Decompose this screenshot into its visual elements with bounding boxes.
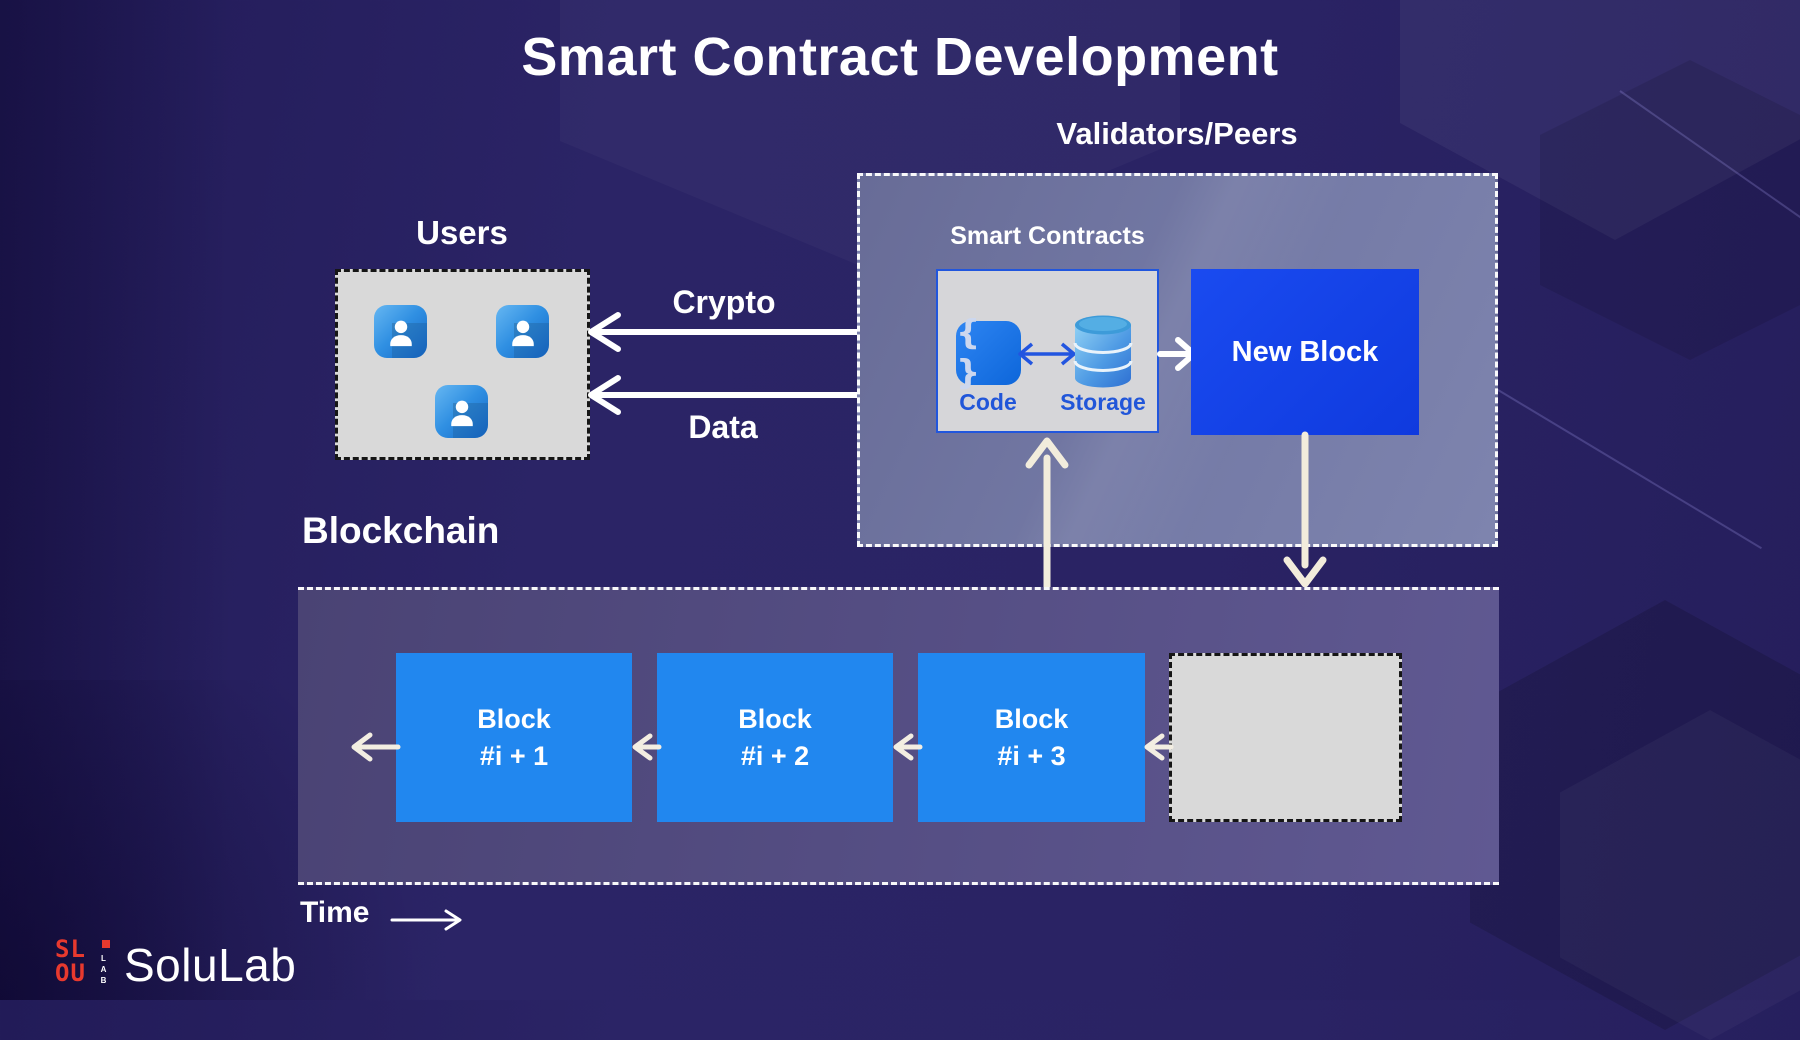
new-block-box: New Block [1191, 269, 1419, 435]
users-label: Users [416, 214, 508, 251]
chain-to-contract-up-arrow [1025, 437, 1069, 592]
bg-cube-bottom-right-dark [1470, 600, 1800, 1030]
logo-pixel-row: OU [55, 959, 86, 987]
user-icon [496, 305, 549, 358]
code-icon: { } [956, 313, 1021, 393]
person-glyph [511, 320, 534, 346]
code-storage-arrow [1018, 342, 1076, 366]
storage-label: Storage [1060, 389, 1146, 415]
user-icon [435, 385, 488, 438]
person-glyph [389, 320, 412, 346]
storage-database-icon [1073, 315, 1133, 388]
data-label: Data [688, 409, 758, 445]
chain-left-arrow [632, 733, 662, 761]
newblock-to-chain-down-arrow [1283, 431, 1327, 588]
time-right-arrow [390, 909, 462, 931]
chain-left-arrow [351, 732, 401, 762]
block-i2: Block #i + 2 [657, 653, 893, 822]
bg-left-shade [0, 0, 230, 1000]
code-label: Code [959, 389, 1017, 415]
block-index: #i + 2 [740, 740, 810, 771]
block-title: Block [477, 703, 551, 734]
bg-cube-bottom-right-light [1560, 710, 1800, 1040]
pending-block-placeholder [1169, 653, 1402, 822]
solulab-logo-icon: SL OU LAB [55, 937, 111, 991]
block-index: #i + 1 [479, 740, 549, 771]
brand-name: SoluLab [124, 939, 297, 991]
code-braces-glyph: { } [956, 313, 983, 393]
block-i3: Block #i + 3 [918, 653, 1145, 822]
block-index: #i + 3 [997, 740, 1066, 771]
crypto-label: Crypto [672, 284, 776, 320]
logo-lab-text: LAB [99, 954, 108, 987]
new-block-label: New Block [1231, 335, 1379, 368]
smart-contracts-label: Smart Contracts [950, 222, 1145, 250]
bg-diagonal-line [1619, 90, 1800, 276]
blockchain-label: Blockchain [302, 510, 500, 551]
data-double-arrow [588, 375, 900, 415]
logo-red-dot [102, 940, 110, 948]
logo-pixel-row: SL [55, 935, 86, 963]
bg-cube-right [1540, 60, 1800, 360]
chain-left-arrow [893, 733, 923, 761]
page-title: Smart Contract Development [521, 27, 1279, 87]
user-icon [374, 305, 427, 358]
block-title: Block [738, 703, 812, 734]
time-label: Time [300, 896, 370, 929]
block-i1: Block #i + 1 [396, 653, 632, 822]
crypto-double-arrow [588, 312, 900, 352]
chain-left-arrow [1144, 733, 1174, 761]
block-title: Block [994, 703, 1069, 734]
person-glyph [450, 400, 473, 426]
validators-label: Validators/Peers [1056, 116, 1298, 151]
